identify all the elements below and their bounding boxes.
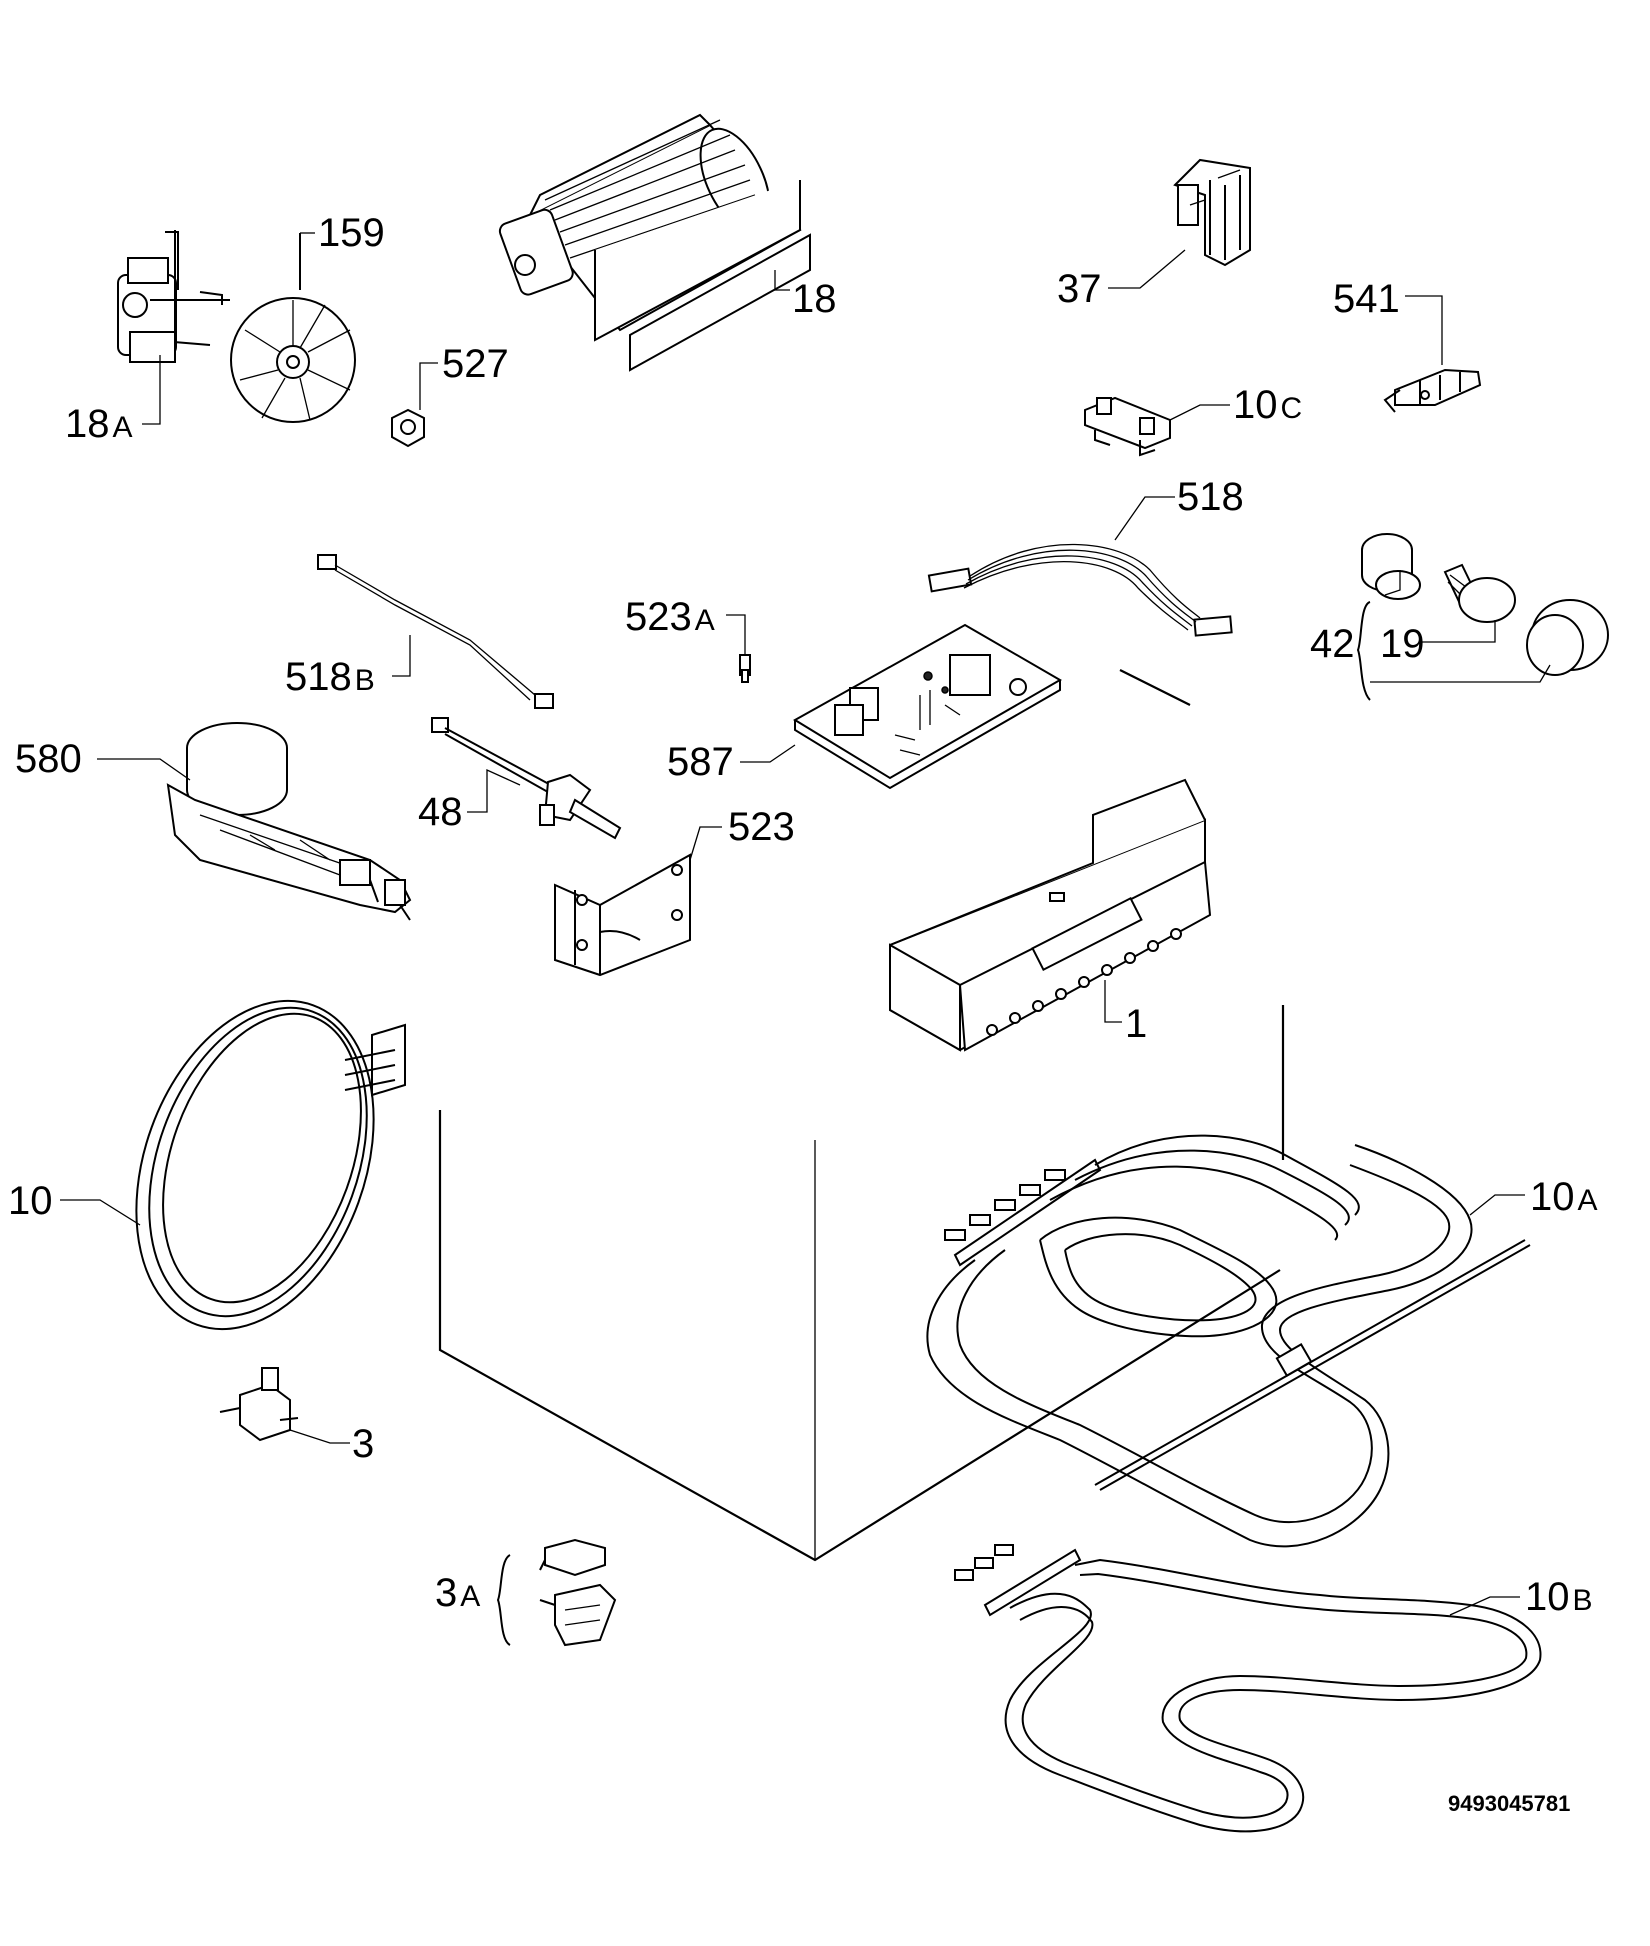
- control-panel-1: [889, 778, 1212, 1052]
- lower-element-10b: [954, 1544, 1542, 1833]
- circular-element-10: [135, 999, 406, 1331]
- lamp-cover: [1526, 599, 1609, 676]
- motor-unit-580: [166, 722, 412, 921]
- label-3: 3: [352, 1422, 374, 1466]
- label-541: 541: [1333, 277, 1400, 321]
- label-159: 159: [318, 211, 385, 255]
- oven-cavity-outline: [438, 669, 1285, 1562]
- label-18: 18: [792, 277, 837, 321]
- wire-harness-518: [927, 543, 1233, 637]
- bracket-37: [1173, 158, 1251, 267]
- leader-lines: [60, 232, 1551, 1646]
- bracket-plate-523: [554, 853, 691, 977]
- label-587: 587: [667, 740, 734, 784]
- tangential-fan-18: [498, 113, 811, 372]
- control-buttons: [986, 928, 1182, 1036]
- label-580: 580: [15, 737, 82, 781]
- lamp-bulb-19: [1443, 563, 1516, 623]
- label-523: 523: [728, 805, 795, 849]
- label-37: 37: [1057, 267, 1102, 311]
- fan-motor-18a: [117, 230, 230, 363]
- label-48: 48: [418, 790, 463, 834]
- thermostat-3: [219, 1367, 299, 1442]
- document-number: 9493045781: [1448, 1791, 1570, 1816]
- lower-element-terminals: [954, 1544, 1014, 1581]
- label-19: 19: [1380, 622, 1425, 666]
- label-527: 527: [442, 342, 509, 386]
- connector-541: [1383, 368, 1482, 413]
- upper-element-10a: [926, 1134, 1531, 1548]
- pin-523a: [739, 654, 751, 683]
- bracket-10c: [1084, 396, 1171, 457]
- lamp-holder-42: [1361, 533, 1421, 600]
- label-42: 42: [1310, 622, 1355, 666]
- wire-518b: [317, 554, 554, 709]
- label-10: 10: [8, 1179, 53, 1223]
- fan-blade-159: [230, 233, 356, 423]
- nut-527: [391, 408, 425, 448]
- label-518: 518: [1177, 475, 1244, 519]
- temperature-sensor-48: [431, 717, 622, 840]
- upper-element-terminals: [944, 1169, 1066, 1241]
- thermostat-3a: [539, 1538, 617, 1647]
- circuit-board-587: [793, 623, 1062, 790]
- label-1: 1: [1125, 1002, 1147, 1046]
